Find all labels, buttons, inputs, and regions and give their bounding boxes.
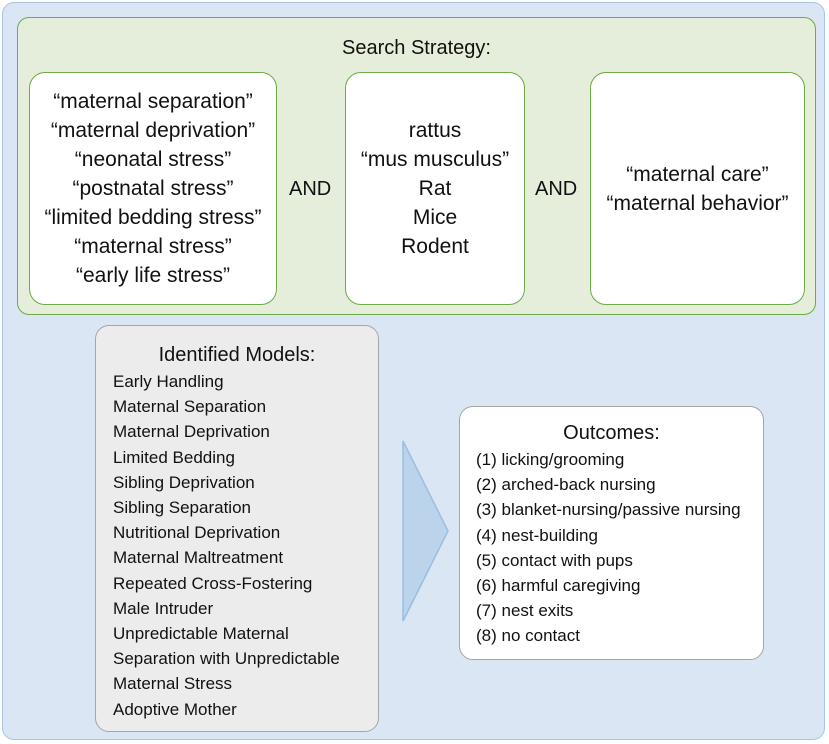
models-list: Early Handling Maternal Separation Mater… (113, 369, 340, 722)
term: “maternal care” (626, 162, 769, 186)
model-item: Male Intruder (113, 598, 214, 618)
outcome-item: (1) licking/grooming (476, 450, 625, 469)
term: “mus musculus” (360, 148, 510, 171)
term: “maternal behavior” (606, 191, 789, 215)
model-item: Nutritional Deprivation (113, 523, 281, 543)
model-item: Early Handling (113, 372, 224, 391)
and-operator: AND (535, 178, 578, 200)
model-item: Separation with Unpredictable (113, 649, 340, 669)
term: “postnatal stress” (72, 177, 234, 200)
outcomes-title: Outcomes: (563, 422, 660, 444)
outcome-item: (6) harmful caregiving (476, 576, 641, 596)
model-item: Adoptive Mother (113, 699, 237, 719)
term: “limited bedding stress” (44, 206, 262, 229)
model-item: Maternal Deprivation (113, 422, 270, 442)
term: “early life stress” (75, 264, 231, 287)
model-item: Unpredictable Maternal (113, 624, 289, 644)
and-operator: AND (289, 178, 332, 200)
term: Rodent (401, 235, 469, 258)
term-group-stress: “maternal separation” “maternal deprivat… (29, 72, 277, 305)
term: “maternal deprivation” (50, 119, 256, 142)
term: “neonatal stress” (74, 148, 232, 171)
flow-arrow-icon (402, 440, 449, 622)
outcome-item: (2) arched-back nursing (476, 475, 656, 495)
term: “maternal stress” (74, 235, 232, 258)
model-item: Sibling Deprivation (113, 472, 255, 492)
models-title: Identified Models: (158, 344, 316, 366)
search-strategy-title: Search Strategy: (342, 37, 491, 59)
model-item: Maternal Separation (113, 397, 267, 417)
term: Mice (412, 206, 458, 229)
model-item: Limited Bedding (113, 447, 235, 467)
term: Rat (418, 177, 452, 200)
outcomes-box: Outcomes: (1) licking/grooming (2) arche… (459, 406, 764, 660)
model-item: Repeated Cross-Fostering (113, 573, 313, 593)
model-item: Maternal Stress (113, 674, 233, 694)
term-group-maternal-care: “maternal care” “maternal behavior” (590, 72, 805, 305)
search-strategy-panel: Search Strategy: “maternal separation” “… (17, 17, 816, 315)
outcome-item: (5) contact with pups (476, 550, 633, 570)
outcome-item: (4) nest-building (476, 525, 598, 545)
outcomes-list: (1) licking/grooming (2) arched-back nur… (476, 447, 741, 649)
model-item: Maternal Maltreatment (113, 548, 284, 568)
term: “maternal separation” (53, 90, 253, 113)
term-group-species: rattus “mus musculus” Rat Mice Rodent (345, 72, 525, 305)
outcome-item: (8) no contact (476, 626, 580, 646)
outcome-item: (3) blanket-nursing/passive nursing (476, 500, 741, 520)
model-item: Sibling Separation (113, 498, 251, 518)
outcome-item: (7) nest exits (476, 601, 574, 621)
term: rattus (408, 119, 462, 142)
identified-models-box: Identified Models: Early Handling Matern… (95, 325, 379, 732)
